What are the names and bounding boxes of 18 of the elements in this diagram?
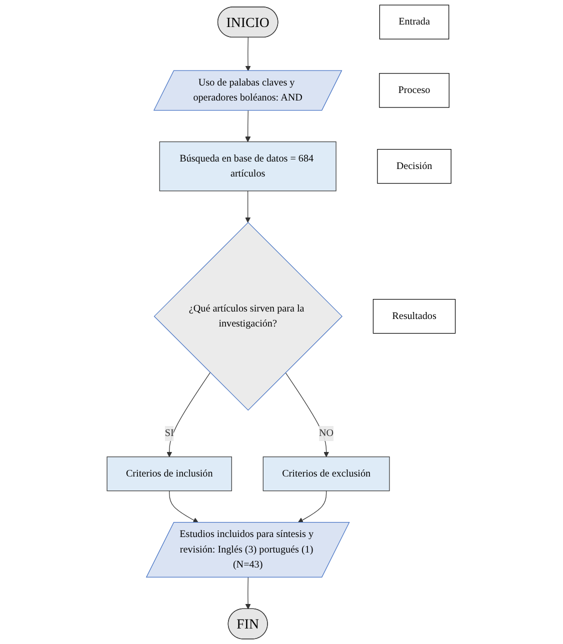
edge-label: NO [319, 428, 334, 439]
node-box: Búsqueda en base de datos = 684 artículos [160, 141, 337, 192]
arrow [246, 577, 252, 610]
arrow [169, 490, 199, 523]
arrow [166, 372, 211, 458]
node-box: Resultados [373, 299, 456, 334]
node-box: Proceso [379, 73, 450, 108]
arrow [245, 190, 251, 223]
node-diamond: ¿Qué artículos sirven para la investigación? [154, 222, 343, 411]
node-box: Entrada [380, 4, 450, 40]
arrow [298, 490, 327, 523]
arrow [246, 37, 252, 72]
arrow [245, 110, 251, 142]
edge-label: SI [165, 428, 174, 439]
node-box: Criterios de inclusión [107, 456, 232, 492]
node-box: Decisión [377, 149, 452, 184]
node-box: Criterios de exclusión [263, 456, 390, 492]
arrow [286, 372, 330, 458]
